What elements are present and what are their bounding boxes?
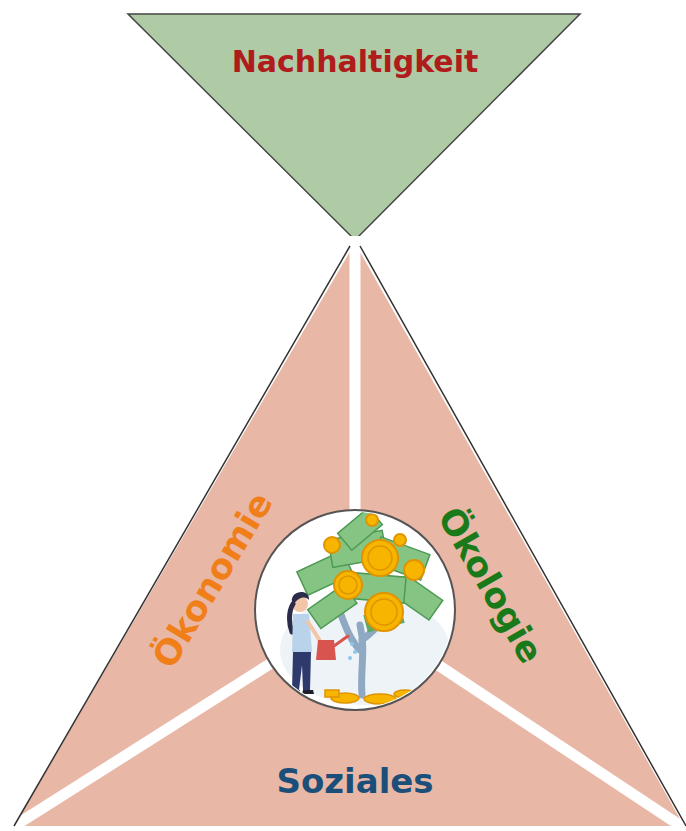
economy-section: Ökonomie	[14, 243, 355, 826]
shape-outline	[355, 243, 684, 826]
section-label: Nachhaltigkeit	[232, 45, 479, 80]
section-label: Ökonomie	[145, 485, 281, 675]
money-tree-illustration	[280, 508, 450, 705]
section-label: Soziales	[276, 762, 433, 801]
shape-outline	[14, 243, 355, 826]
section-label: Ökologie	[429, 500, 550, 670]
social-section: Soziales	[14, 610, 684, 826]
ecology-section: Ökologie	[355, 243, 684, 826]
sustainability-triangle: Nachhaltigkeit	[128, 14, 580, 240]
